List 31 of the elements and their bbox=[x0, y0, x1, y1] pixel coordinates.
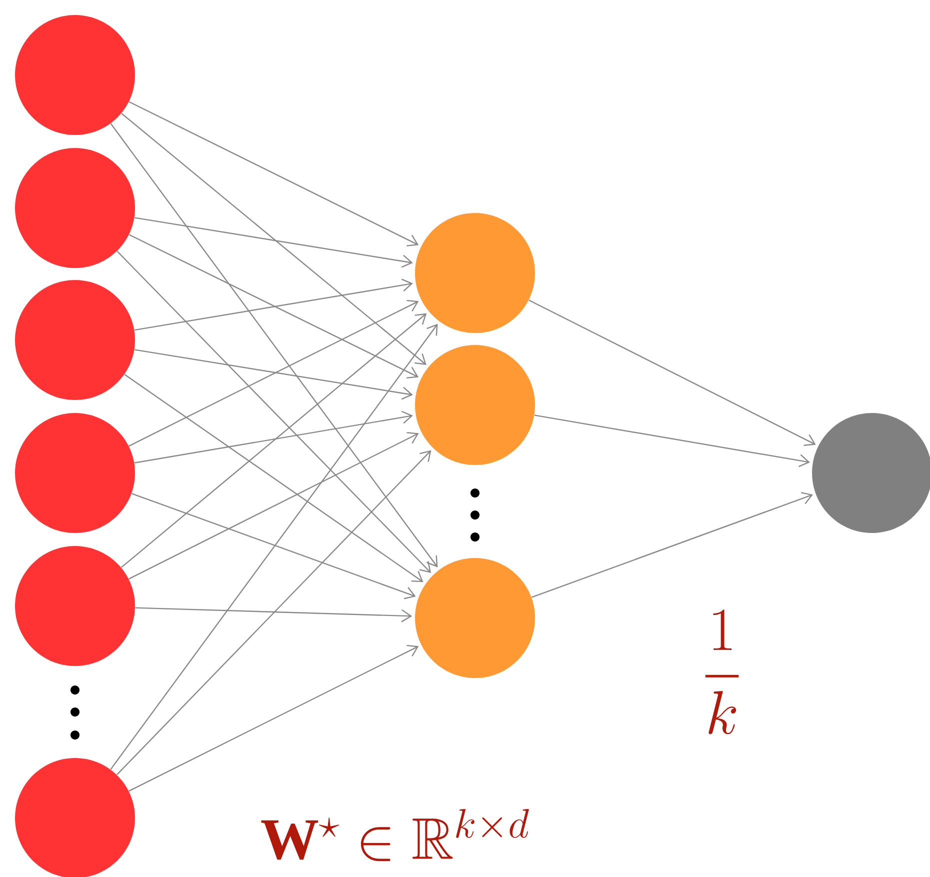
neuron-circle bbox=[415, 345, 535, 465]
arrow bbox=[531, 492, 813, 598]
neuron-circle bbox=[15, 546, 135, 666]
arrow bbox=[128, 234, 419, 379]
neuron-circle bbox=[415, 558, 535, 678]
arrow bbox=[134, 278, 413, 331]
neuron-circle bbox=[415, 213, 535, 333]
arrow bbox=[128, 300, 419, 447]
arrow bbox=[121, 112, 426, 365]
neuron-circle bbox=[15, 280, 135, 400]
arrow bbox=[110, 324, 438, 770]
arrow bbox=[131, 492, 416, 600]
arrow bbox=[534, 414, 810, 468]
arrow bbox=[134, 217, 413, 268]
arrow bbox=[120, 313, 427, 568]
arrow bbox=[116, 250, 432, 573]
math-label: $\mathbf{W}^{\star} \in \mathbb{R}^{k\times d}$ bbox=[261, 808, 529, 862]
arrow bbox=[134, 410, 413, 464]
neuron-circle bbox=[15, 413, 135, 533]
arrow bbox=[116, 450, 432, 776]
arrow bbox=[128, 644, 419, 792]
arrow bbox=[110, 123, 438, 568]
arrow bbox=[135, 607, 412, 622]
arrow bbox=[128, 101, 419, 246]
arrow bbox=[124, 374, 424, 582]
neuron-circle bbox=[15, 148, 135, 268]
arrow bbox=[134, 349, 413, 400]
arrow bbox=[128, 432, 419, 580]
math-label: $\frac{1}{k}$ bbox=[705, 609, 739, 734]
arrow bbox=[528, 300, 816, 446]
neuron-circle bbox=[15, 15, 135, 135]
